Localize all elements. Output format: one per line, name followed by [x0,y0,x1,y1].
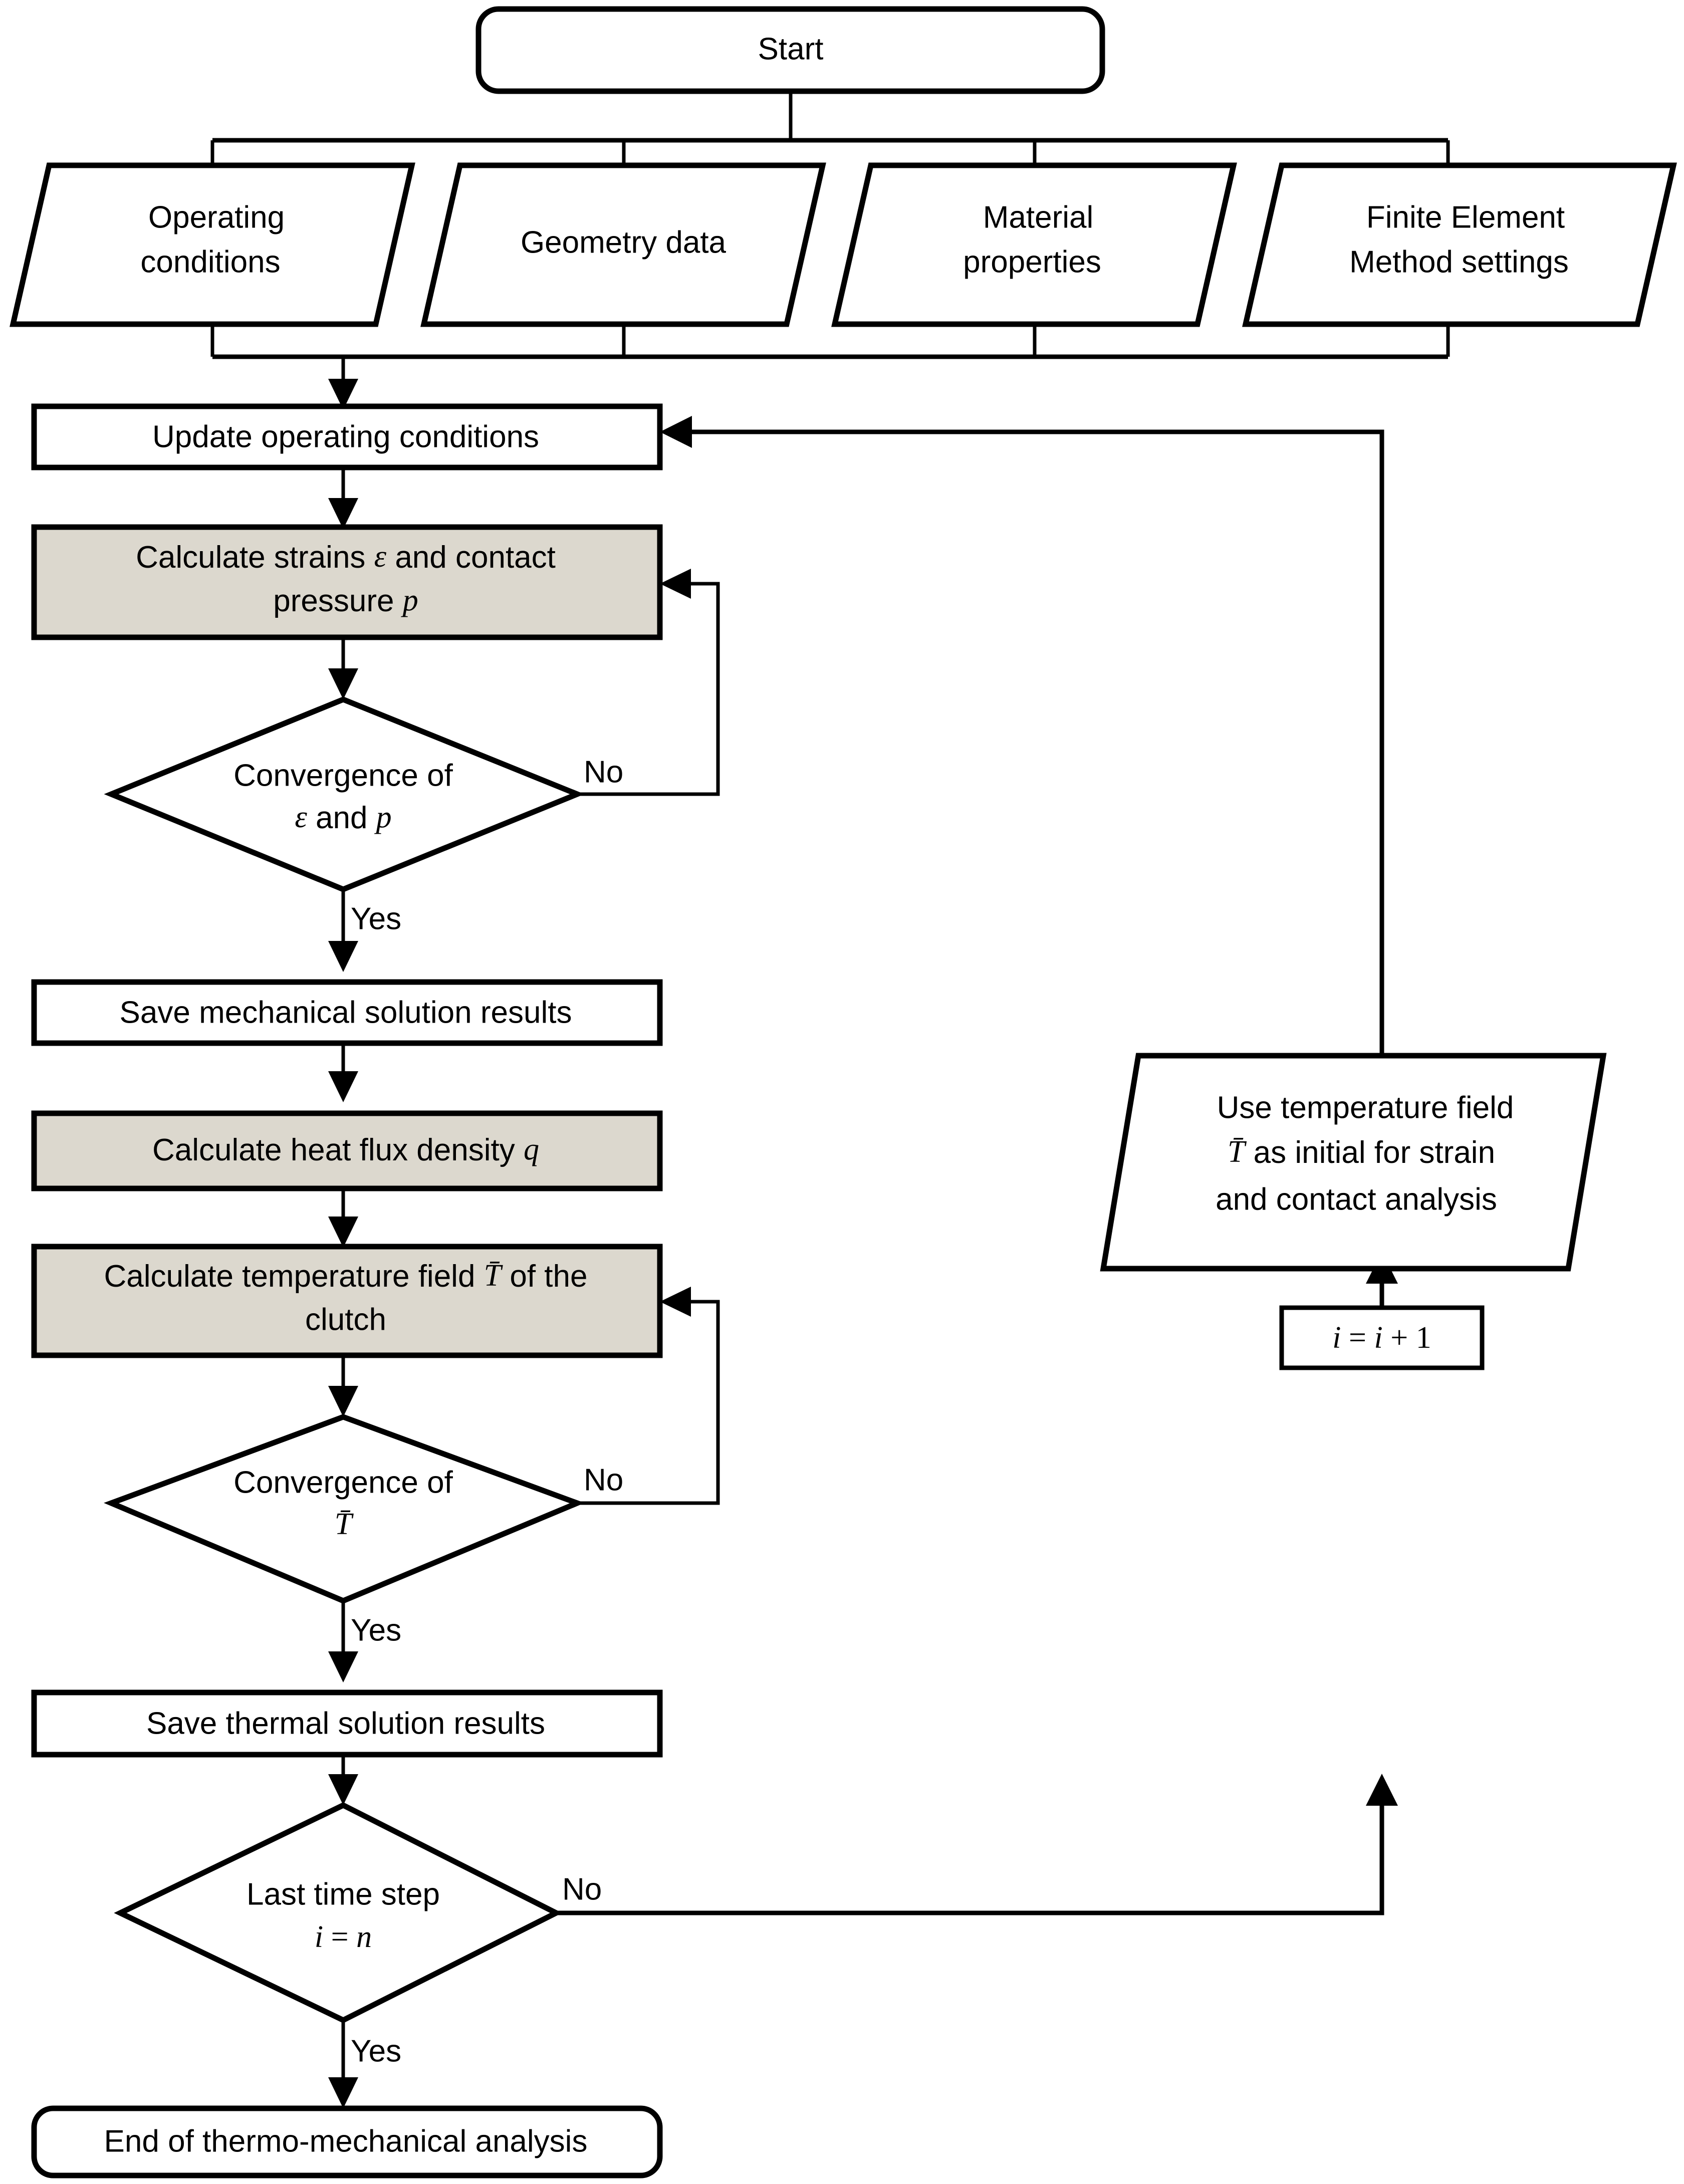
arrowhead-usetemp-to-update [660,416,692,448]
use-temperature-field-line1: Use temperature field [1217,1090,1514,1125]
node-calculate-strains[interactable]: Calculate strains ε and contact pressure… [31,524,663,640]
material-properties-shape [831,162,1237,327]
convergence-temperature-yes-label: Yes [351,1613,401,1647]
use-temperature-field-shape [1100,1053,1607,1272]
end-shape [31,2105,663,2178]
use-temperature-field-line2: T̄ as initial for strain [1228,1135,1495,1170]
operating-conditions-shape [10,162,415,327]
node-use-temperature-field[interactable]: Use temperature field T̄ as initial for … [1100,1053,1607,1272]
calculate-strains-line1: Calculate strains ε and contact [136,540,556,575]
node-fem-settings[interactable]: Finite Element Method settings [1242,162,1677,327]
last-time-step-line2: i = n [315,1920,372,1954]
fem-settings-shape [1242,162,1677,327]
end-label: End of thermo-mechanical analysis [104,2124,588,2158]
calculate-strains-line2: pressure p [273,583,418,618]
save-thermal-label: Save thermal solution results [146,1706,545,1741]
node-save-mechanical[interactable]: Save mechanical solution results [31,979,663,1046]
fem-settings-label-line2: Method settings [1349,245,1569,279]
save-mechanical-shape [31,979,663,1046]
node-material-properties[interactable]: Material properties [831,162,1237,327]
save-mechanical-label: Save mechanical solution results [120,995,572,1030]
node-start[interactable]: Start [475,6,1105,94]
convergence-temperature-line1: Convergence of [233,1465,453,1500]
arrowhead-to-laststep [328,1774,358,1805]
update-operating-shape [31,403,663,470]
convergence-strain-line1: Convergence of [233,758,453,793]
update-operating-label: Update operating conditions [152,419,539,454]
material-properties-label-line2: properties [963,245,1101,279]
arrowhead-no-to-increment [1366,1774,1398,1806]
start-label: Start [758,32,824,66]
fem-settings-label-line1: Finite Element [1366,200,1565,234]
arrowhead-to-heatflux [328,1071,358,1102]
convergence-strain-line2: ε and p [295,800,391,835]
node-operating-conditions[interactable]: Operating conditions [10,162,415,327]
node-update-operating-conditions[interactable]: Update operating conditions [31,403,663,470]
arrowhead-to-savemech [328,941,358,972]
edge-laststep-no [556,1804,1384,1915]
convergence-strain-no-label: No [584,755,623,789]
arrowhead-to-update [328,379,358,410]
calculate-temperature-line2: clutch [305,1302,386,1337]
last-time-step-shape [114,1802,563,2024]
last-time-step-yes-label: Yes [351,2034,401,2068]
arrowhead-to-calctemp [328,1217,358,1248]
save-thermal-shape [31,1689,663,1758]
edge-convtemp-no-loop [577,1300,720,1505]
use-temperature-field-line3: and contact analysis [1216,1182,1497,1217]
arrowhead-to-convstrain [328,668,358,699]
calculate-heat-flux-label: Calculate heat flux density q [152,1132,539,1167]
convergence-strain-yes-label: Yes [351,901,401,936]
calculate-temperature-shape [31,1244,663,1358]
arrowhead-to-convtemp [328,1386,358,1417]
node-increment[interactable]: i = i + 1 [1279,1305,1485,1370]
node-calculate-temperature[interactable]: Calculate temperature field T̄ of the cl… [31,1244,663,1358]
edge-convstrain-no-loop [577,582,720,796]
arrowhead-convtemp-no [660,1287,691,1317]
convergence-temperature-no-label: No [584,1463,623,1497]
start-shape [475,6,1105,94]
last-time-step-no-label: No [562,1872,602,1906]
arrowhead-to-end [328,2077,358,2108]
calculate-temperature-line1: Calculate temperature field T̄ of the [104,1259,587,1294]
calculate-heat-flux-shape [31,1110,663,1191]
node-geometry-data[interactable]: Geometry data [420,162,826,327]
node-convergence-temperature[interactable]: Convergence of T̄ No Yes [104,1414,623,1647]
geometry-data-label: Geometry data [521,225,727,260]
arrowhead-convstrain-no [660,569,691,599]
arrowhead-to-calcstrain [328,498,358,529]
convergence-temperature-shape [104,1414,585,1604]
operating-conditions-label-line1: Operating [148,200,285,234]
increment-label: i = i + 1 [1332,1321,1431,1355]
increment-shape [1279,1305,1485,1370]
convergence-temperature-line2: T̄ [335,1507,354,1541]
calculate-strains-shape [31,524,663,640]
material-properties-label-line1: Material [983,200,1094,234]
node-save-thermal[interactable]: Save thermal solution results [31,1689,663,1758]
connector-layer [210,91,1450,1915]
operating-conditions-label-line2: conditions [140,245,280,279]
arrowhead-to-savethermal [328,1651,358,1682]
node-last-time-step[interactable]: Last time step i = n No Yes [114,1802,602,2068]
last-time-step-line1: Last time step [247,1877,440,1911]
node-convergence-strain[interactable]: Convergence of ε and p No Yes [104,696,623,936]
node-end[interactable]: End of thermo-mechanical analysis [31,2105,663,2178]
convergence-strain-shape [104,696,585,892]
node-calculate-heat-flux[interactable]: Calculate heat flux density q [31,1110,663,1191]
edge-usetemp-to-update [686,429,1384,1056]
geometry-data-shape [420,162,826,327]
